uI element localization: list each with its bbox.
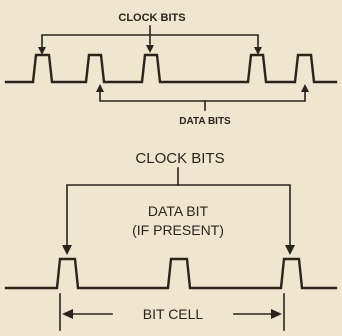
bottom-diagram [4, 167, 338, 331]
top-diagram [4, 25, 338, 111]
bit-cell-arrow-left [62, 309, 73, 319]
bit-cell-label: BIT CELL [143, 306, 204, 322]
bottom-clock-bits-label: CLOCK BITS [135, 150, 224, 167]
bottom-clock-arrow-right [285, 245, 295, 255]
bottom-waveform [4, 257, 338, 290]
bit-cell-arrow-right [271, 309, 282, 319]
top-data-bracket [99, 91, 306, 102]
top-clock-arrow-left [38, 47, 46, 55]
data-bit-label: DATA BIT [148, 203, 209, 219]
top-waveform [4, 53, 338, 84]
top-data-bits-label: DATA BITS [179, 116, 231, 127]
top-clock-bits-label: CLOCK BITS [118, 12, 185, 24]
bottom-clock-arrow-left [62, 245, 72, 255]
data-bit-qualifier-label: (IF PRESENT) [132, 222, 224, 238]
top-clock-arrow-right [254, 47, 262, 55]
bottom-clock-bracket [66, 184, 291, 249]
top-data-arrow-right [301, 84, 309, 92]
top-clock-arrow-mid [146, 45, 154, 53]
top-data-arrow-left [96, 84, 104, 92]
